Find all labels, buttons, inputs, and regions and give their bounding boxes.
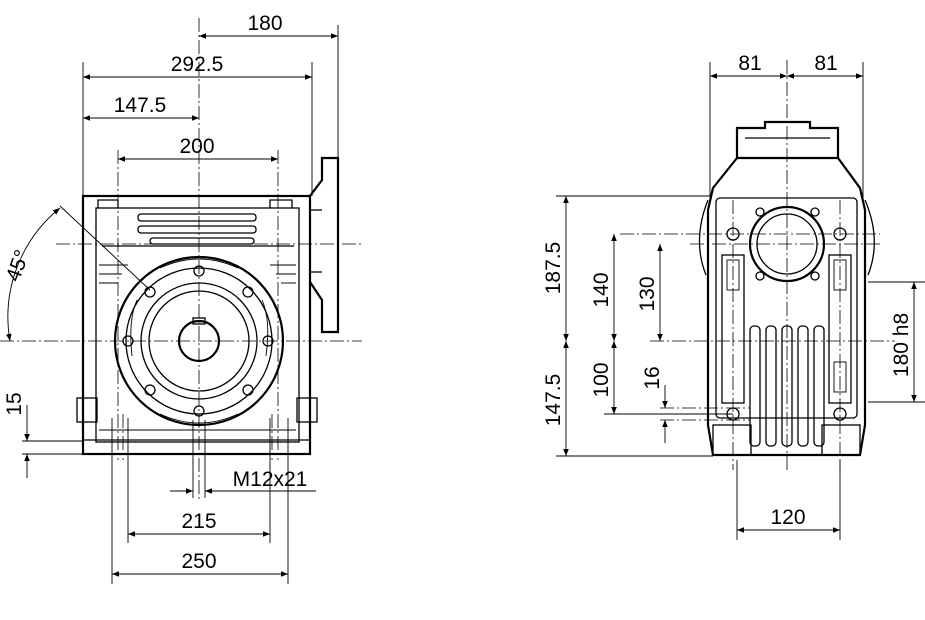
dim-130: 130 — [636, 276, 659, 311]
dim-292-5: 292.5 — [171, 53, 224, 76]
dim-140: 140 — [590, 272, 613, 307]
dim-187-5: 187.5 — [542, 242, 565, 295]
dim-45-degrees: 45° — [2, 247, 34, 285]
dim-200: 200 — [179, 135, 214, 158]
dim-120: 120 — [770, 506, 805, 529]
bolt-hole — [144, 286, 156, 298]
side-view: 81 81 187.5 140 130 180 h8 147.5 100 16 … — [542, 52, 925, 540]
bolt-hole — [144, 384, 156, 396]
bolt-hole — [242, 286, 254, 298]
dim-147-5-top: 147.5 — [114, 94, 167, 117]
dim-81-right: 81 — [814, 52, 837, 75]
dim-250: 250 — [181, 550, 216, 573]
dim-15: 15 — [3, 392, 26, 415]
dim-147-5-side: 147.5 — [542, 374, 565, 427]
dim-81-left: 81 — [738, 52, 761, 75]
dim-180-h8: 180 h8 — [890, 313, 913, 377]
front-housing — [76, 194, 318, 456]
input-flange — [309, 156, 340, 334]
front-view: 180 292.5 147.5 200 45° 15 M12x21 215 25… — [0, 12, 362, 584]
dim-180: 180 — [247, 12, 282, 35]
dim-215: 215 — [181, 510, 216, 533]
dim-thread: M12x21 — [233, 468, 308, 491]
dim-100: 100 — [590, 362, 613, 397]
bolt-hole — [242, 384, 254, 396]
dim-16: 16 — [641, 366, 664, 389]
